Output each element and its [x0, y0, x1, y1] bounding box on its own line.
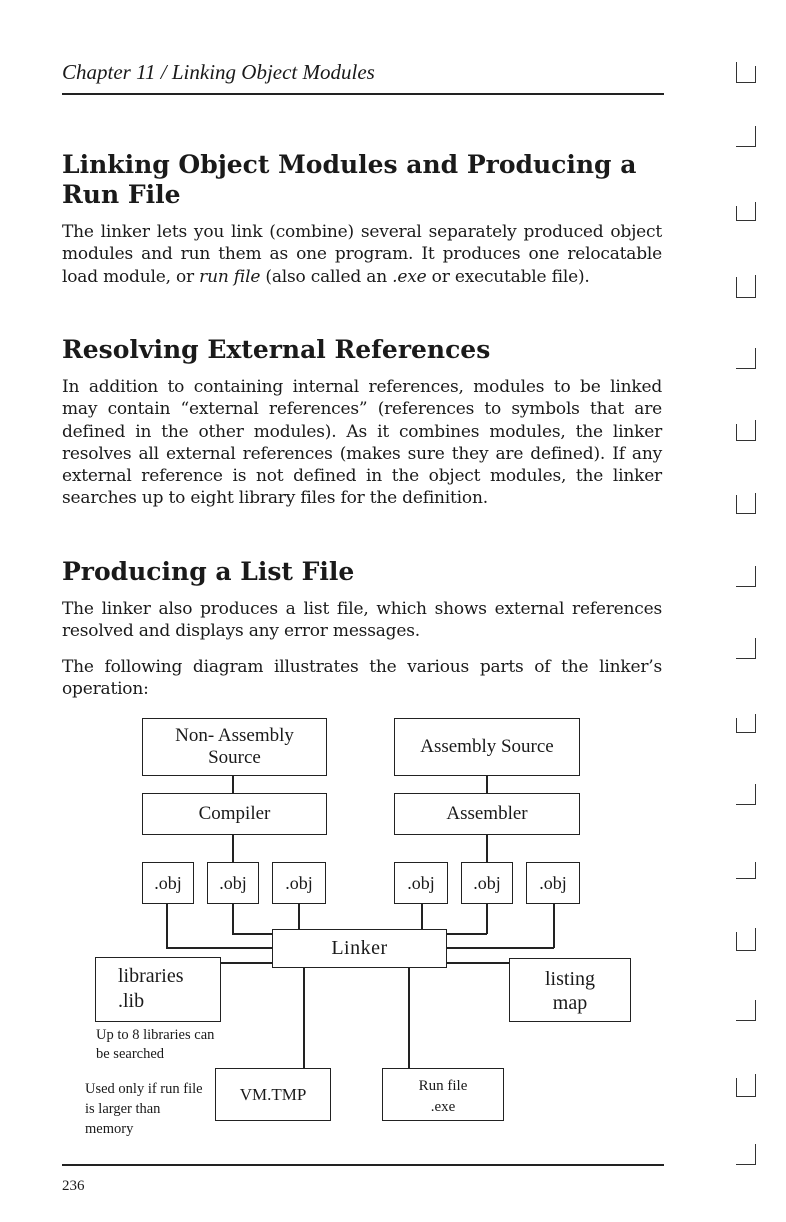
margin-mark [732, 420, 756, 442]
obj-box: .obj [461, 862, 513, 904]
margin-mark [732, 1144, 756, 1166]
paragraph-resolving: In addition to containing internal refer… [62, 377, 662, 509]
connector [232, 775, 234, 794]
connector [446, 947, 554, 949]
margin-mark [732, 1074, 756, 1097]
map-label: map [552, 992, 588, 1014]
libraries-note: Up to 8 libraries can be searched [96, 1027, 215, 1062]
margin-mark [732, 1000, 756, 1022]
connector [232, 834, 234, 870]
compiler-box: Compiler [142, 793, 327, 835]
paragraph-diagram-intro: The following diagram illustrates the va… [62, 657, 662, 700]
listing-map-box: listing map [509, 958, 631, 1022]
libraries-box: libraries .lib [95, 957, 221, 1022]
running-head: Chapter 11 / Linking Object Modules [62, 60, 375, 84]
vmtmp-box: VM.TMP [215, 1068, 331, 1121]
paragraph-linking: The linker lets you link (combine) sever… [62, 222, 662, 287]
margin-mark [732, 566, 756, 588]
section-heading-resolving: Resolving External References [62, 335, 491, 364]
assembler-box: Assembler [394, 793, 580, 835]
margin-mark [732, 200, 756, 222]
obj-box: .obj [207, 862, 259, 904]
margin-mark [732, 348, 756, 370]
margin-mark [732, 712, 756, 734]
margin-mark [732, 928, 756, 951]
vmtmp-note: Used only if run file is larger than mem… [85, 1081, 203, 1137]
connector [486, 834, 488, 870]
connector [486, 775, 488, 794]
connector [446, 933, 487, 935]
connector [232, 904, 234, 934]
margin-mark [732, 275, 756, 298]
margin-mark [732, 493, 756, 515]
margin-mark [732, 638, 756, 660]
margin-mark [732, 784, 756, 806]
page-number: 236 [62, 1178, 85, 1194]
listing-label: listing [544, 968, 595, 990]
connector [421, 904, 423, 930]
obj-box: .obj [142, 862, 194, 904]
connector [303, 967, 305, 1069]
section-heading-linking: Linking Object Modules and Producing a R… [62, 150, 637, 209]
margin-mark [732, 126, 756, 148]
connector [220, 962, 272, 964]
connector [166, 904, 168, 948]
margin-mark [732, 858, 756, 880]
connector [408, 967, 410, 1069]
assembly-source-box: Assembly Source [394, 718, 580, 776]
header-rule [62, 93, 664, 95]
connector [166, 947, 272, 949]
non-assembly-source-box: Non- Assembly Source [142, 718, 327, 776]
libraries-label: libraries [118, 965, 184, 987]
run-file-box: Run file .exe [382, 1068, 504, 1121]
obj-box: .obj [272, 862, 326, 904]
binding-margin-marks [728, 0, 768, 1222]
linker-box: Linker [272, 929, 447, 968]
margin-mark [732, 62, 756, 84]
footer-rule [62, 1164, 664, 1166]
connector [232, 933, 272, 935]
lib-label: .lib [118, 990, 145, 1012]
exe-label: .exe [430, 1099, 456, 1115]
run-file-label: Run file [418, 1078, 468, 1094]
section-heading-list-file: Producing a List File [62, 557, 355, 586]
connector [486, 904, 488, 934]
connector [298, 904, 300, 930]
obj-box: .obj [526, 862, 580, 904]
connector [446, 962, 510, 964]
connector [553, 904, 555, 948]
paragraph-list-file: The linker also produces a list file, wh… [62, 599, 662, 642]
obj-box: .obj [394, 862, 448, 904]
